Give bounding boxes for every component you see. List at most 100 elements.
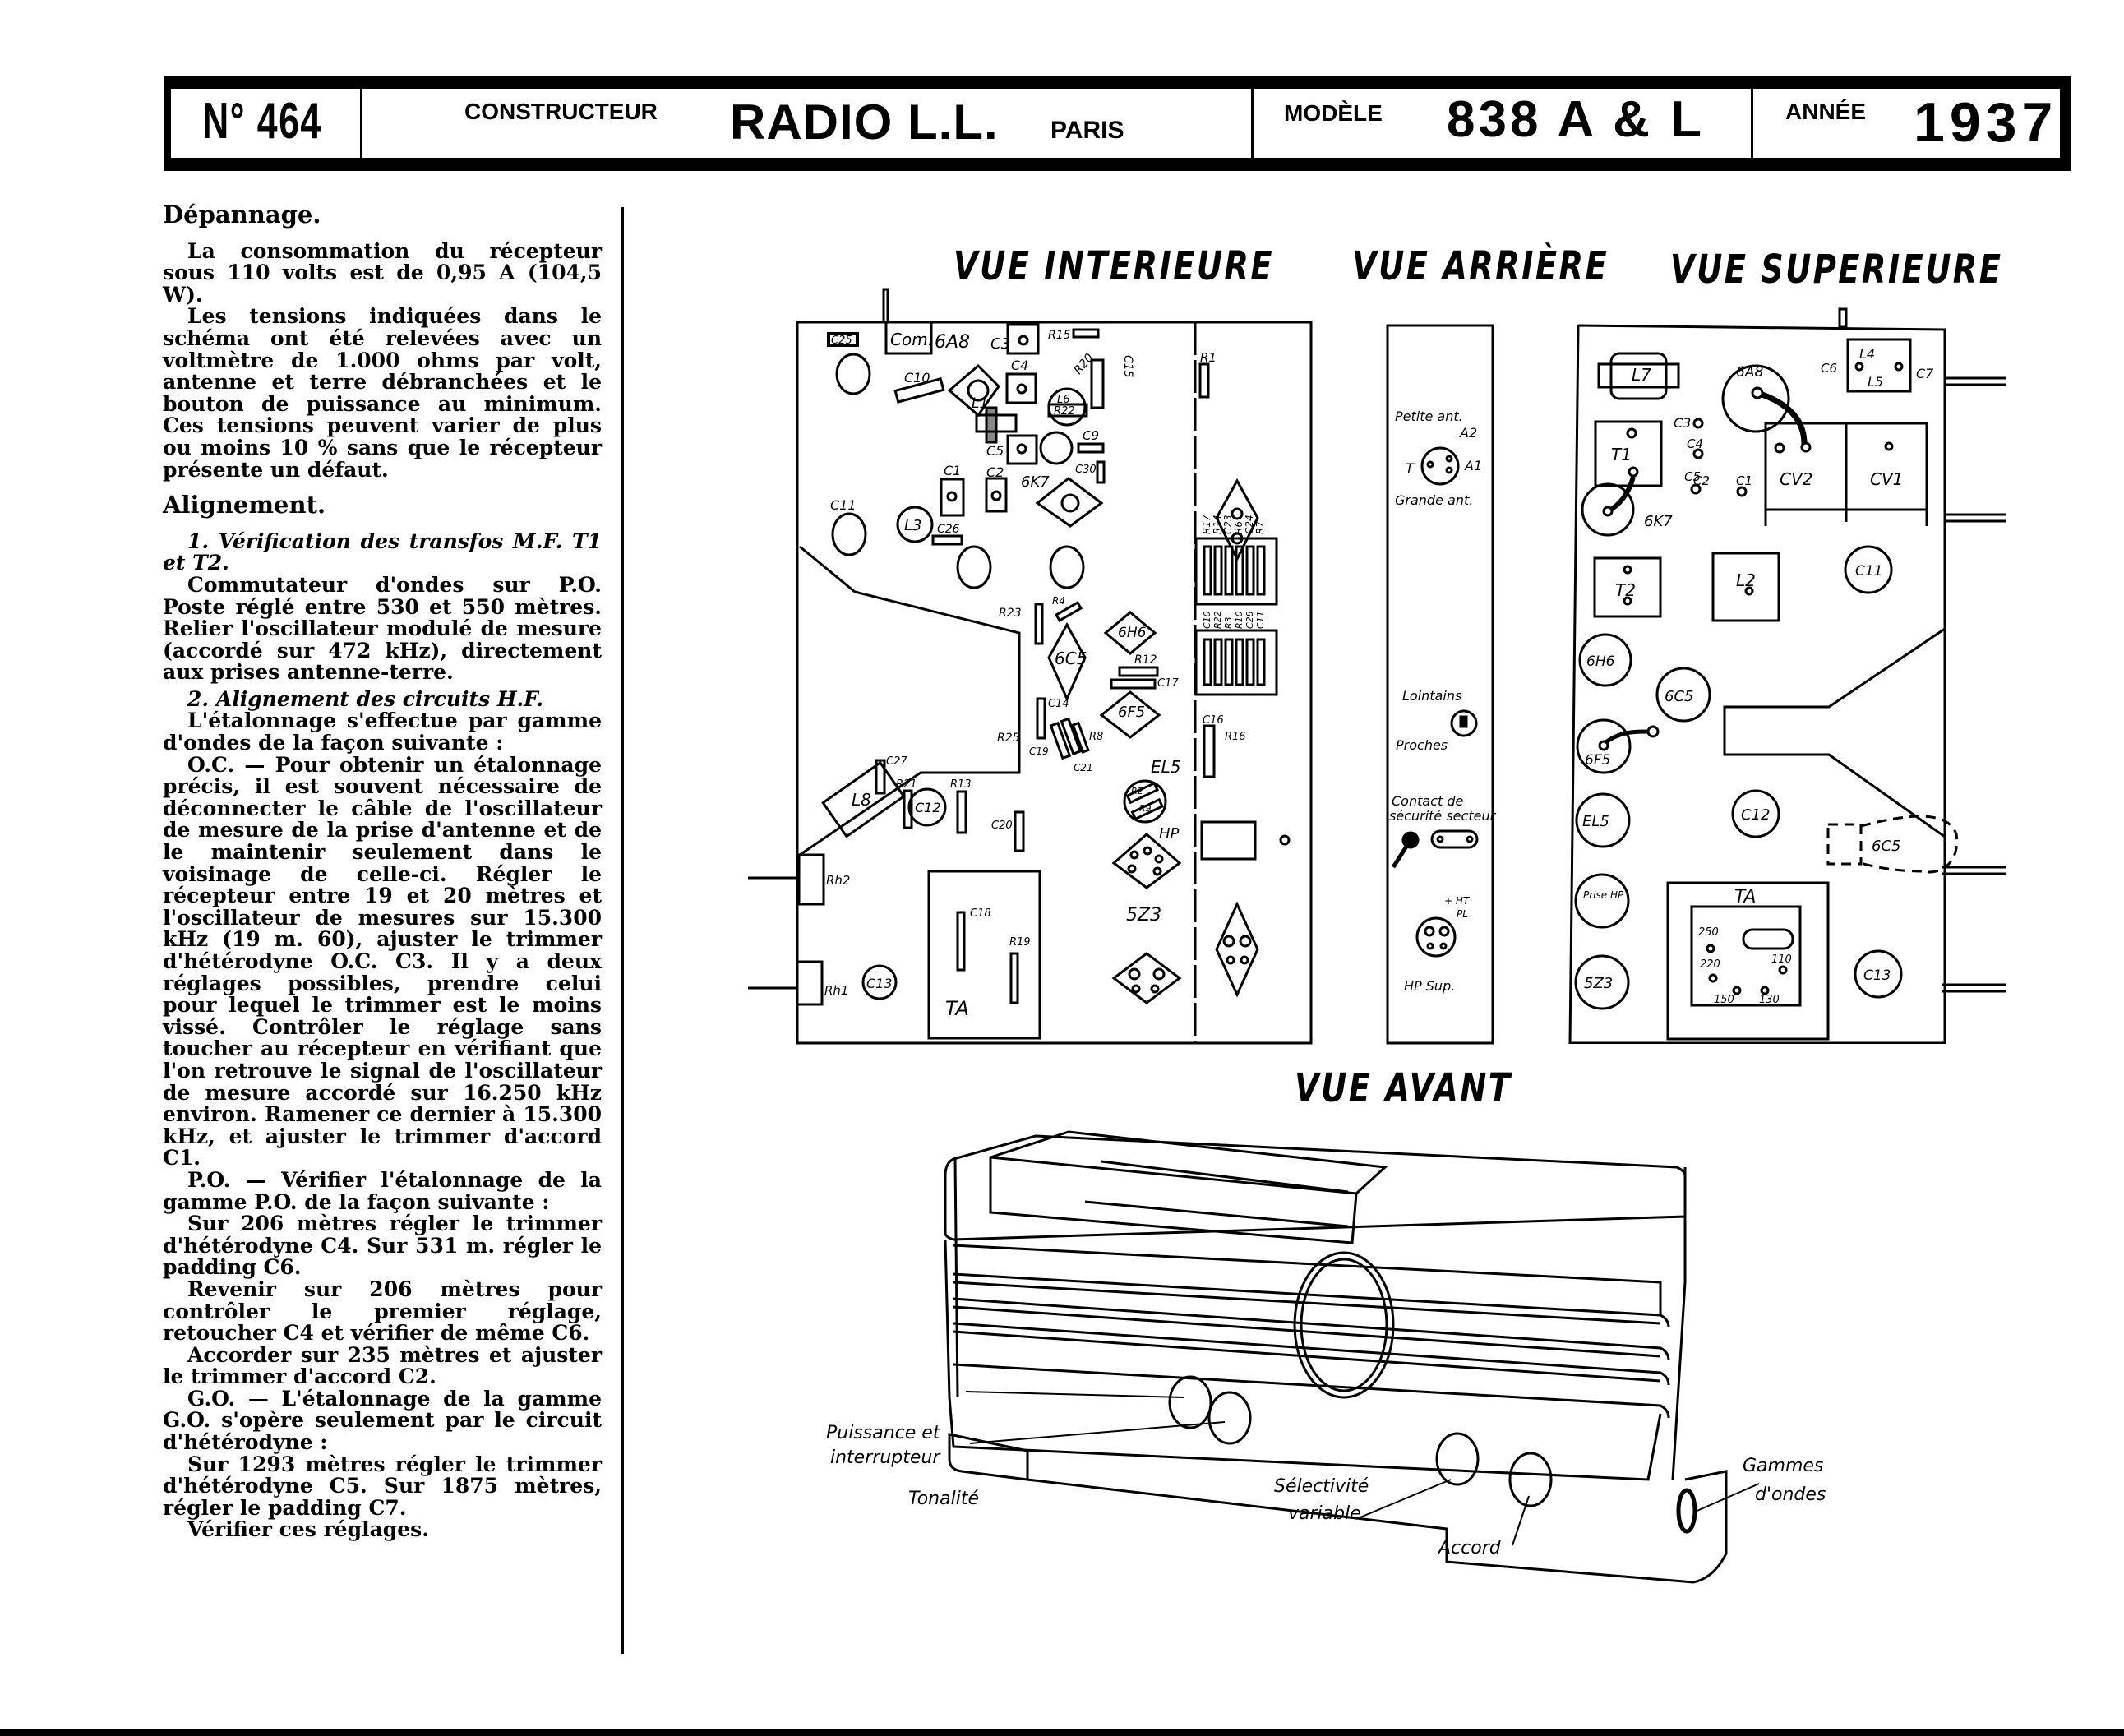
c16-component xyxy=(1203,724,1216,778)
bank2-label: R22 xyxy=(1212,611,1223,629)
c11-label: C11 xyxy=(1855,563,1883,579)
r22-resistor xyxy=(1047,403,1088,418)
l1-label: L1 xyxy=(972,395,988,412)
r1-label: R1 xyxy=(1200,350,1217,365)
voltage-250-label: 250 xyxy=(1698,926,1719,939)
terre-label: T xyxy=(1406,460,1415,476)
rear-view-title: VUE ARRIÈRE xyxy=(1352,243,1609,289)
c9-label: C9 xyxy=(1083,428,1099,443)
c5-label: C5 xyxy=(1684,469,1701,484)
c4-label: C4 xyxy=(1011,358,1028,373)
bank1-label: R6 xyxy=(1233,521,1244,534)
front-view-diagram: Puissance et interrupteur Tonalité Sélec… xyxy=(826,1130,1826,1584)
l8-label: L8 xyxy=(852,790,871,810)
step2-paragraph: L'étalonnage s'effectue par gamme d'onde… xyxy=(163,709,602,755)
radio-cabinet xyxy=(944,1130,1728,1584)
a2-label: A2 xyxy=(1459,425,1477,441)
tube-6c5-dashed xyxy=(1826,815,1959,874)
r4-resistor xyxy=(1054,600,1083,623)
l4-l5-coils xyxy=(1846,338,1912,393)
column-rule xyxy=(621,207,624,1654)
voltage-110-label: 110 xyxy=(1771,953,1792,966)
tube-6k7-pin xyxy=(1060,493,1080,513)
com-label: Com. xyxy=(890,330,933,349)
bank1-label: R7 xyxy=(1254,521,1266,534)
bank2-label: R10 xyxy=(1234,611,1244,629)
l7-coil xyxy=(1597,362,1680,389)
variable-label: variable xyxy=(1288,1503,1361,1524)
c1-label: C1 xyxy=(944,463,961,478)
c15-component xyxy=(1090,358,1105,409)
header-divider xyxy=(1251,89,1254,158)
tube-6a8-top xyxy=(1721,364,1790,433)
c27-label: C27 xyxy=(886,755,907,768)
r19-resistor xyxy=(1009,952,1019,1004)
tube-6a8-socket xyxy=(947,363,1000,418)
tube-6f5-socket xyxy=(1099,690,1161,739)
r4-label: R4 xyxy=(1052,595,1065,607)
l7-label: L7 xyxy=(1632,365,1651,385)
c9-component xyxy=(1077,442,1105,454)
securite-label: sécurité secteur xyxy=(1389,808,1497,824)
r15-resistor xyxy=(1072,328,1100,339)
c6-label: C6 xyxy=(1821,361,1837,376)
c11-label: C11 xyxy=(830,497,857,513)
tube-el5-socket xyxy=(1123,779,1167,824)
c19-label: C19 xyxy=(1029,746,1049,757)
year: 1937 xyxy=(1914,91,2058,154)
step1-text: Commutateur d'ondes sur P.O. Poste réglé… xyxy=(163,572,602,685)
c19-component xyxy=(1049,721,1072,760)
tube-6c5-label: 6C5 xyxy=(1665,688,1693,705)
c16-label: C16 xyxy=(1203,714,1224,727)
c14-component xyxy=(1036,697,1046,740)
rh2-label: Rh2 xyxy=(826,873,850,888)
c13-capacitor xyxy=(1854,949,1903,999)
c5-label: C5 xyxy=(986,443,1004,459)
l2-label: L2 xyxy=(1736,570,1756,590)
c27-component xyxy=(875,759,886,795)
resistor-bank-1 xyxy=(1194,537,1278,606)
c5-trimmer xyxy=(1006,434,1038,465)
tube-5z3-top xyxy=(1574,954,1630,1010)
tube-6k7-label: 6K7 xyxy=(1021,473,1050,491)
interrupteur-label: interrupteur xyxy=(830,1447,941,1468)
l2-coil xyxy=(1711,552,1780,622)
capacitor-can xyxy=(956,545,992,589)
interior-view-diagram: C25 Com. C10 6A8 C3 R15 R20 C15 R1 C4 L6… xyxy=(748,288,1313,1045)
prise-hp-label: Prise HP xyxy=(1583,889,1624,901)
l3-label: L3 xyxy=(904,517,921,534)
header-divider xyxy=(360,89,362,158)
c14-label: C14 xyxy=(1048,698,1069,710)
depannage-heading: Dépannage. xyxy=(163,201,321,229)
tube-6c5-top xyxy=(1655,667,1711,723)
tonalite-label: Tonalité xyxy=(908,1489,979,1509)
tube-6h6-label: 6H6 xyxy=(1586,653,1615,670)
c18-component xyxy=(956,911,966,972)
annee-label: ANNÉE xyxy=(1785,99,1867,124)
gammes-label: Gammes xyxy=(1743,1456,1823,1476)
c25-component xyxy=(827,332,859,347)
hp-sup-label: HP Sup. xyxy=(1404,978,1455,994)
c3-trimmer xyxy=(1006,323,1040,355)
bank1-label: R17 xyxy=(1201,515,1212,534)
c13-capacitor xyxy=(861,964,898,1000)
modele-label: MODÈLE xyxy=(1284,100,1383,126)
l1-coil xyxy=(985,406,998,444)
c4-trimmer xyxy=(1005,372,1037,404)
rh2-potentiometer xyxy=(797,853,825,906)
c2-label: C2 xyxy=(1693,473,1710,488)
voltage-150-label: 150 xyxy=(1714,994,1734,1006)
voltage-selector xyxy=(1690,905,1802,1007)
c13-label: C13 xyxy=(1863,967,1891,984)
c11-capacitor xyxy=(1844,545,1893,594)
lointains-label: Lointains xyxy=(1402,688,1461,704)
t2-label: T2 xyxy=(1615,580,1636,600)
bank2-label: C10 xyxy=(1202,611,1212,629)
proches-label: Proches xyxy=(1396,737,1448,753)
tube-6h6-top xyxy=(1578,633,1632,687)
bank2-label: R3 xyxy=(1223,616,1234,629)
ta-label: TA xyxy=(945,997,969,1020)
ht-label: + HT xyxy=(1444,895,1471,907)
tube-6f5-label: 6F5 xyxy=(1585,752,1610,769)
header-banner: N° 464 CONSTRUCTEUR RADIO L.L. PARIS MOD… xyxy=(164,76,2071,171)
